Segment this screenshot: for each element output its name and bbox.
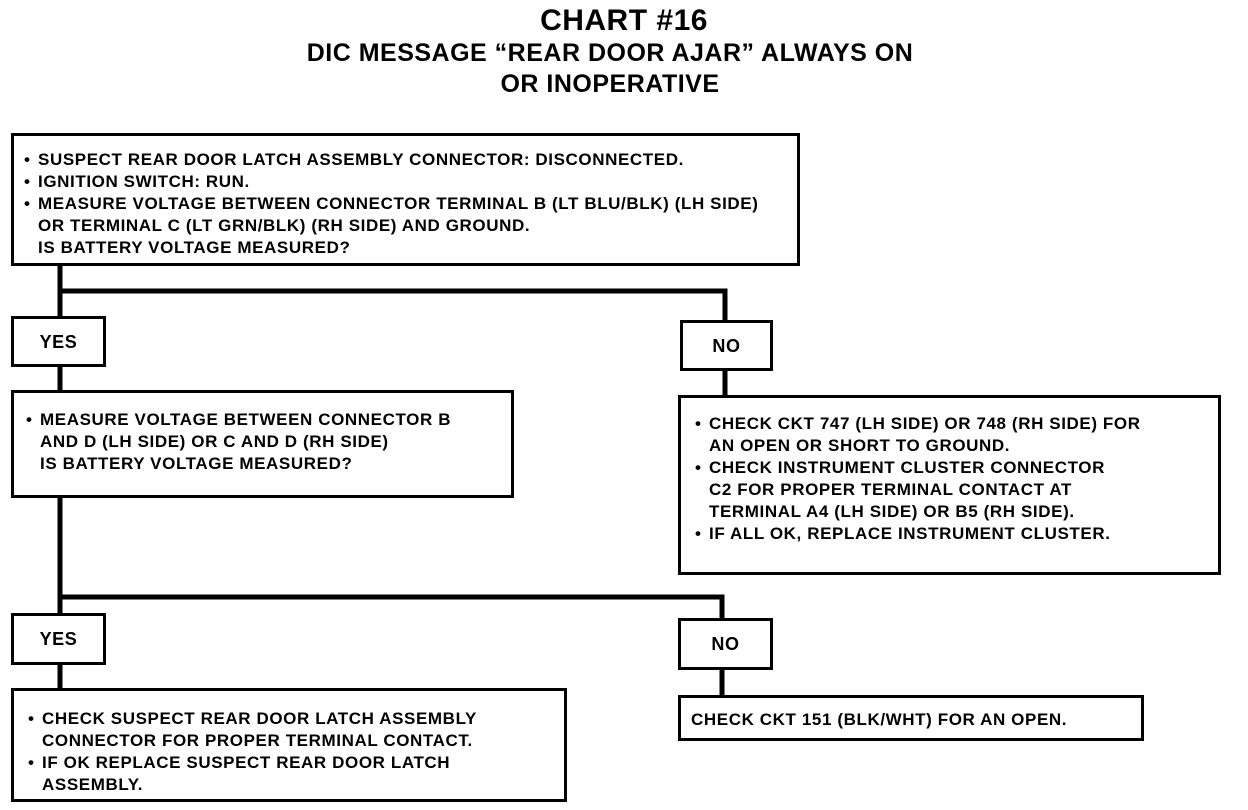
no1-action-item: •IF ALL OK, REPLACE INSTRUMENT CLUSTER. [695, 524, 1111, 543]
bullet-icon: • [24, 172, 31, 191]
step2-question: IS BATTERY VOLTAGE MEASURED? [40, 454, 353, 473]
yes2-action-box: •CHECK SUSPECT REAR DOOR LATCH ASSEMBLY … [11, 688, 567, 802]
no2-action-box: CHECK CKT 151 (BLK/WHT) FOR AN OPEN. [678, 695, 1144, 741]
chart-subtitle: DIC MESSAGE “REAR DOOR AJAR” ALWAYS ON O… [306, 39, 914, 98]
step1-box: •SUSPECT REAR DOOR LATCH ASSEMBLY CONNEC… [11, 133, 800, 266]
bullet-icon: • [26, 410, 33, 429]
step1-item: •MEASURE VOLTAGE BETWEEN CONNECTOR TERMI… [24, 194, 759, 235]
bullet-icon: • [695, 458, 702, 477]
chart-title: CHART #16 [540, 4, 708, 37]
no1-action-item: •CHECK CKT 747 (LH SIDE) OR 748 (RH SIDE… [695, 414, 1141, 455]
yes2-action-item: •CHECK SUSPECT REAR DOOR LATCH ASSEMBLY … [28, 709, 477, 750]
bullet-icon: • [695, 414, 702, 433]
bullet-icon: • [28, 753, 35, 772]
yes2-action-item: •IF OK REPLACE SUSPECT REAR DOOR LATCH A… [28, 753, 451, 794]
no1-label: NO [680, 320, 773, 371]
step1-question: IS BATTERY VOLTAGE MEASURED? [38, 238, 351, 257]
bullet-icon: • [24, 150, 31, 169]
no1-action-item: •CHECK INSTRUMENT CLUSTER CONNECTOR C2 F… [695, 458, 1105, 521]
yes1-label: YES [11, 316, 106, 367]
step1-item: •IGNITION SWITCH: RUN. [24, 172, 250, 191]
bullet-icon: • [695, 524, 702, 543]
no1-action-box: •CHECK CKT 747 (LH SIDE) OR 748 (RH SIDE… [678, 395, 1221, 575]
step1-item: •SUSPECT REAR DOOR LATCH ASSEMBLY CONNEC… [24, 150, 684, 169]
step2-item: •MEASURE VOLTAGE BETWEEN CONNECTOR B AND… [26, 410, 452, 451]
step2-box: •MEASURE VOLTAGE BETWEEN CONNECTOR B AND… [11, 390, 514, 498]
bullet-icon: • [24, 194, 31, 213]
bullet-icon: • [28, 709, 35, 728]
yes2-label: YES [11, 613, 106, 665]
no2-label: NO [678, 618, 773, 670]
no2-action-text: CHECK CKT 151 (BLK/WHT) FOR AN OPEN. [691, 710, 1068, 729]
